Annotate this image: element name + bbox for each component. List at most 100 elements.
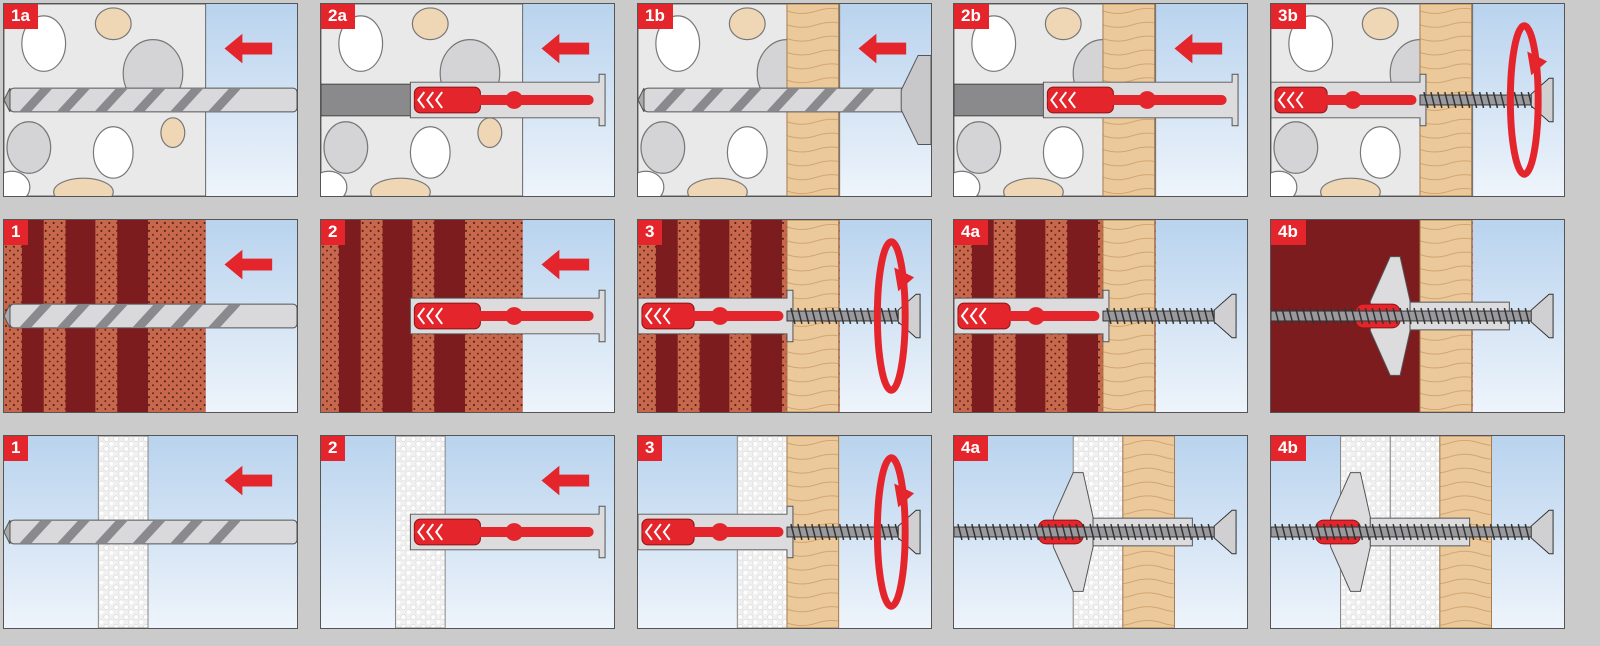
screw-thread (797, 523, 803, 541)
rotation-arrow-icon (1506, 22, 1542, 178)
screw-thread (1423, 91, 1429, 109)
screw-thread (1315, 523, 1322, 541)
screw-thread (1451, 91, 1457, 109)
screw-thread (852, 523, 859, 541)
plug-chevron (1050, 91, 1059, 109)
screw-thread (1019, 523, 1026, 541)
screw-thread (1182, 307, 1189, 325)
drill-flute (18, 88, 53, 112)
drill-flute (652, 88, 687, 112)
screw-thread (1496, 307, 1503, 325)
plug-chevron (978, 307, 987, 325)
drill-flute (207, 520, 242, 544)
screw-thread (1295, 523, 1301, 541)
screw-thread (804, 523, 810, 541)
insert-direction-arrow-icon (858, 33, 907, 64)
screw-thread (1475, 307, 1482, 325)
drill-flute (18, 304, 53, 328)
screw-thread (1430, 91, 1436, 109)
step-panel-2a: 2a (320, 3, 615, 197)
plug-red-channel (414, 527, 594, 537)
screw-thread (831, 307, 838, 325)
insert-direction-arrow-icon (224, 249, 273, 280)
screw-thread (1461, 307, 1468, 325)
drill-tip (4, 519, 11, 545)
screw-thread (797, 307, 803, 325)
screw-thread (1193, 523, 1200, 541)
insert-direction-arrow-icon (224, 33, 273, 64)
plug-chevron (426, 91, 435, 109)
screw-thread (866, 523, 873, 541)
aggregate-stone (638, 170, 665, 196)
screw-thread (818, 523, 824, 541)
screw-thread (1175, 307, 1182, 325)
screw-thread (1200, 523, 1207, 541)
screw-thread (1343, 523, 1350, 541)
screw-thread (1455, 523, 1461, 541)
step-panel-brick-1: 1 (3, 219, 298, 413)
step-panel-board-4b: 4b (1270, 435, 1565, 629)
screw-thread (859, 523, 866, 541)
screw-thread (1288, 523, 1294, 541)
step-label: 2 (321, 220, 346, 245)
drill-flute (132, 88, 166, 112)
drill-flute (94, 88, 129, 112)
screw-thread (1158, 523, 1165, 541)
screw-thread (1406, 307, 1412, 325)
step-panel-brick-2: 2 (320, 219, 615, 413)
screw-thread (811, 523, 817, 541)
drill-flute (169, 520, 204, 544)
step-panel-brick-4b: 4b (1270, 219, 1565, 413)
plug-chevron (644, 307, 653, 325)
screw-thread (1203, 307, 1209, 325)
illustration (1271, 4, 1564, 196)
plug-chevron (969, 307, 978, 325)
screw-thread (1378, 523, 1384, 541)
screw-thread (1350, 523, 1357, 541)
step-label: 4b (1271, 436, 1306, 461)
screw-thread (1461, 523, 1468, 541)
drill-flute (94, 520, 129, 544)
screw-thread (1478, 91, 1485, 109)
aggregate-stone (409, 126, 451, 179)
screw-thread (1336, 523, 1343, 541)
screw-thread (1103, 523, 1109, 541)
screw-thread (1371, 523, 1378, 541)
screw-thread (1464, 91, 1471, 109)
screw-thread (1475, 523, 1482, 541)
screw-thread (1434, 523, 1440, 541)
screw-thread (1117, 523, 1123, 541)
step-panel-board-4a: 4a (953, 435, 1248, 629)
screw-head (1530, 293, 1554, 339)
screw-thread (790, 523, 796, 541)
drilled-hole (321, 83, 416, 117)
drill-flute (169, 304, 204, 328)
step-panel-board-3: 3 (637, 435, 932, 629)
screw-thread (1482, 523, 1489, 541)
screw-thread (1489, 523, 1496, 541)
aggregate-stone (53, 177, 114, 196)
plug-chevron (417, 307, 426, 325)
step-label: 3 (638, 436, 663, 461)
screw-head (897, 293, 921, 339)
drill-flute (169, 88, 204, 112)
illustration (954, 220, 1247, 412)
aggregate-stone (954, 170, 981, 196)
screw-thread (1510, 307, 1517, 325)
illustration (954, 436, 1247, 628)
aggregate-stone (728, 7, 766, 41)
plug-red-node (505, 307, 524, 325)
drill-flute (56, 88, 91, 112)
screw-thread (1385, 307, 1391, 325)
plug-red-node (1138, 91, 1157, 109)
screw-thread (1322, 307, 1329, 325)
drill-flute (803, 88, 838, 112)
screw-thread (887, 523, 893, 541)
plug-chevron (653, 523, 662, 541)
screw-thread (1336, 307, 1343, 325)
screw-thread (1329, 523, 1336, 541)
step-label: 1b (638, 4, 673, 29)
screw-thread (1168, 307, 1175, 325)
illustration (1271, 436, 1564, 628)
screw-thread (1448, 307, 1454, 325)
